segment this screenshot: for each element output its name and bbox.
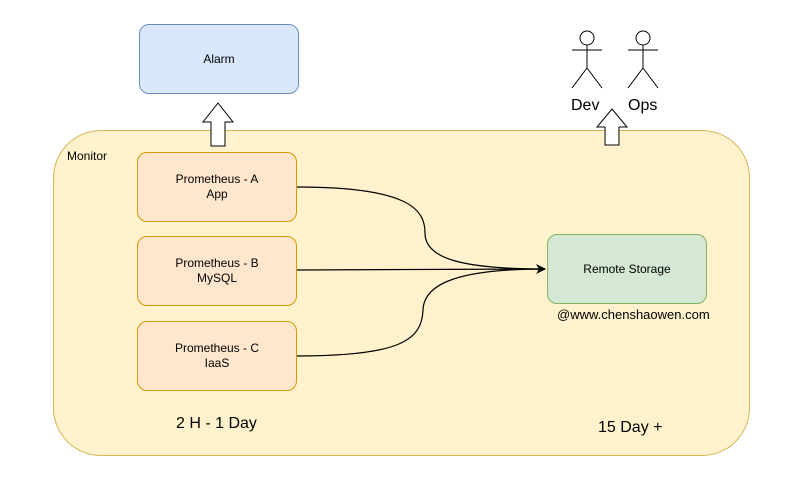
prometheus-c-node[interactable]: Prometheus - C IaaS bbox=[137, 321, 297, 391]
prometheus-a-subtitle: App bbox=[206, 187, 228, 201]
prometheus-b-node[interactable]: Prometheus - B MySQL bbox=[137, 236, 297, 306]
remote-storage-node[interactable]: Remote Storage bbox=[547, 234, 707, 304]
block-arrow-up-devops-icon bbox=[595, 108, 629, 146]
prometheus-b-subtitle: MySQL bbox=[196, 271, 237, 285]
alarm-node[interactable]: Alarm bbox=[139, 24, 299, 94]
prometheus-a-node[interactable]: Prometheus - A App bbox=[137, 152, 297, 222]
actor-dev-label: Dev bbox=[571, 97, 600, 114]
watermark-text: @www.chenshaowen.com bbox=[557, 307, 710, 322]
retention-long-label: 15 Day + bbox=[598, 419, 663, 436]
block-arrow-up-alarm-icon bbox=[201, 102, 235, 147]
actor-ops-label: Ops bbox=[628, 97, 658, 114]
retention-short-label: 2 H - 1 Day bbox=[176, 415, 257, 432]
prometheus-c-title: Prometheus - C bbox=[174, 341, 260, 355]
actor-dev-icon bbox=[571, 30, 603, 89]
remote-storage-label: Remote Storage bbox=[583, 261, 671, 276]
edge-prometheus-c-to-storage bbox=[296, 268, 546, 357]
alarm-label: Alarm bbox=[203, 51, 235, 66]
monitor-label: Monitor bbox=[67, 149, 108, 163]
prometheus-c-subtitle: IaaS bbox=[204, 356, 230, 370]
actor-ops-icon bbox=[627, 30, 659, 89]
prometheus-a-title: Prometheus - A bbox=[175, 172, 259, 186]
edge-prometheus-b-to-storage bbox=[296, 264, 546, 275]
edge-prometheus-a-to-storage bbox=[296, 186, 546, 270]
prometheus-b-title: Prometheus - B bbox=[175, 256, 259, 270]
